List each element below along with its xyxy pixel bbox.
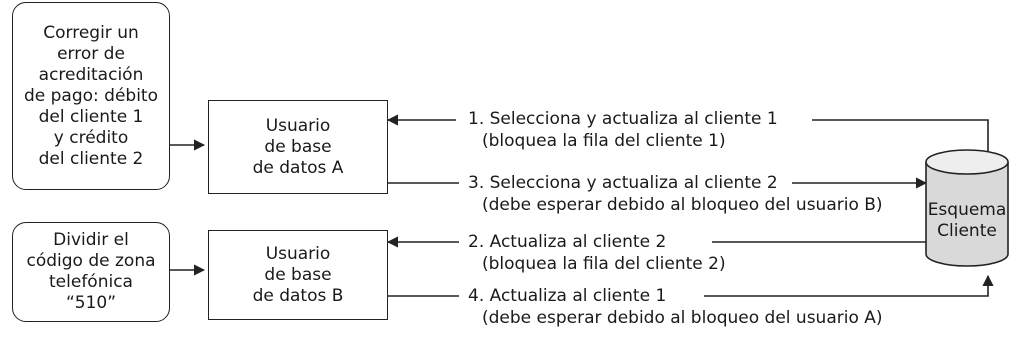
arrow-step-4-head: [704, 274, 994, 297]
database-cylinder-icon: [925, 149, 1009, 267]
schema-cliente-label: Esquema Cliente: [927, 200, 1007, 241]
step-4-label: 4. Actualiza al cliente 1 (debe esperar …: [468, 286, 883, 328]
step-2-label: 2. Actualiza al cliente 2 (bloquea la fi…: [468, 232, 726, 274]
arrow-step-1: [812, 119, 989, 162]
step-1-label: 1. Selecciona y actualiza al cliente 1 (…: [468, 109, 778, 151]
database-user-b-box: Usuario de base de datos B: [208, 230, 388, 320]
step-3-label: 3. Selecciona y actualiza al cliente 2 (…: [468, 173, 883, 215]
task-split-area-code-box: Dividir el código de zona telefónica “51…: [12, 222, 170, 322]
database-user-a-box: Usuario de base de datos A: [208, 100, 388, 194]
task-correct-payment-box: Corregir un error de acreditación de pag…: [12, 2, 170, 190]
